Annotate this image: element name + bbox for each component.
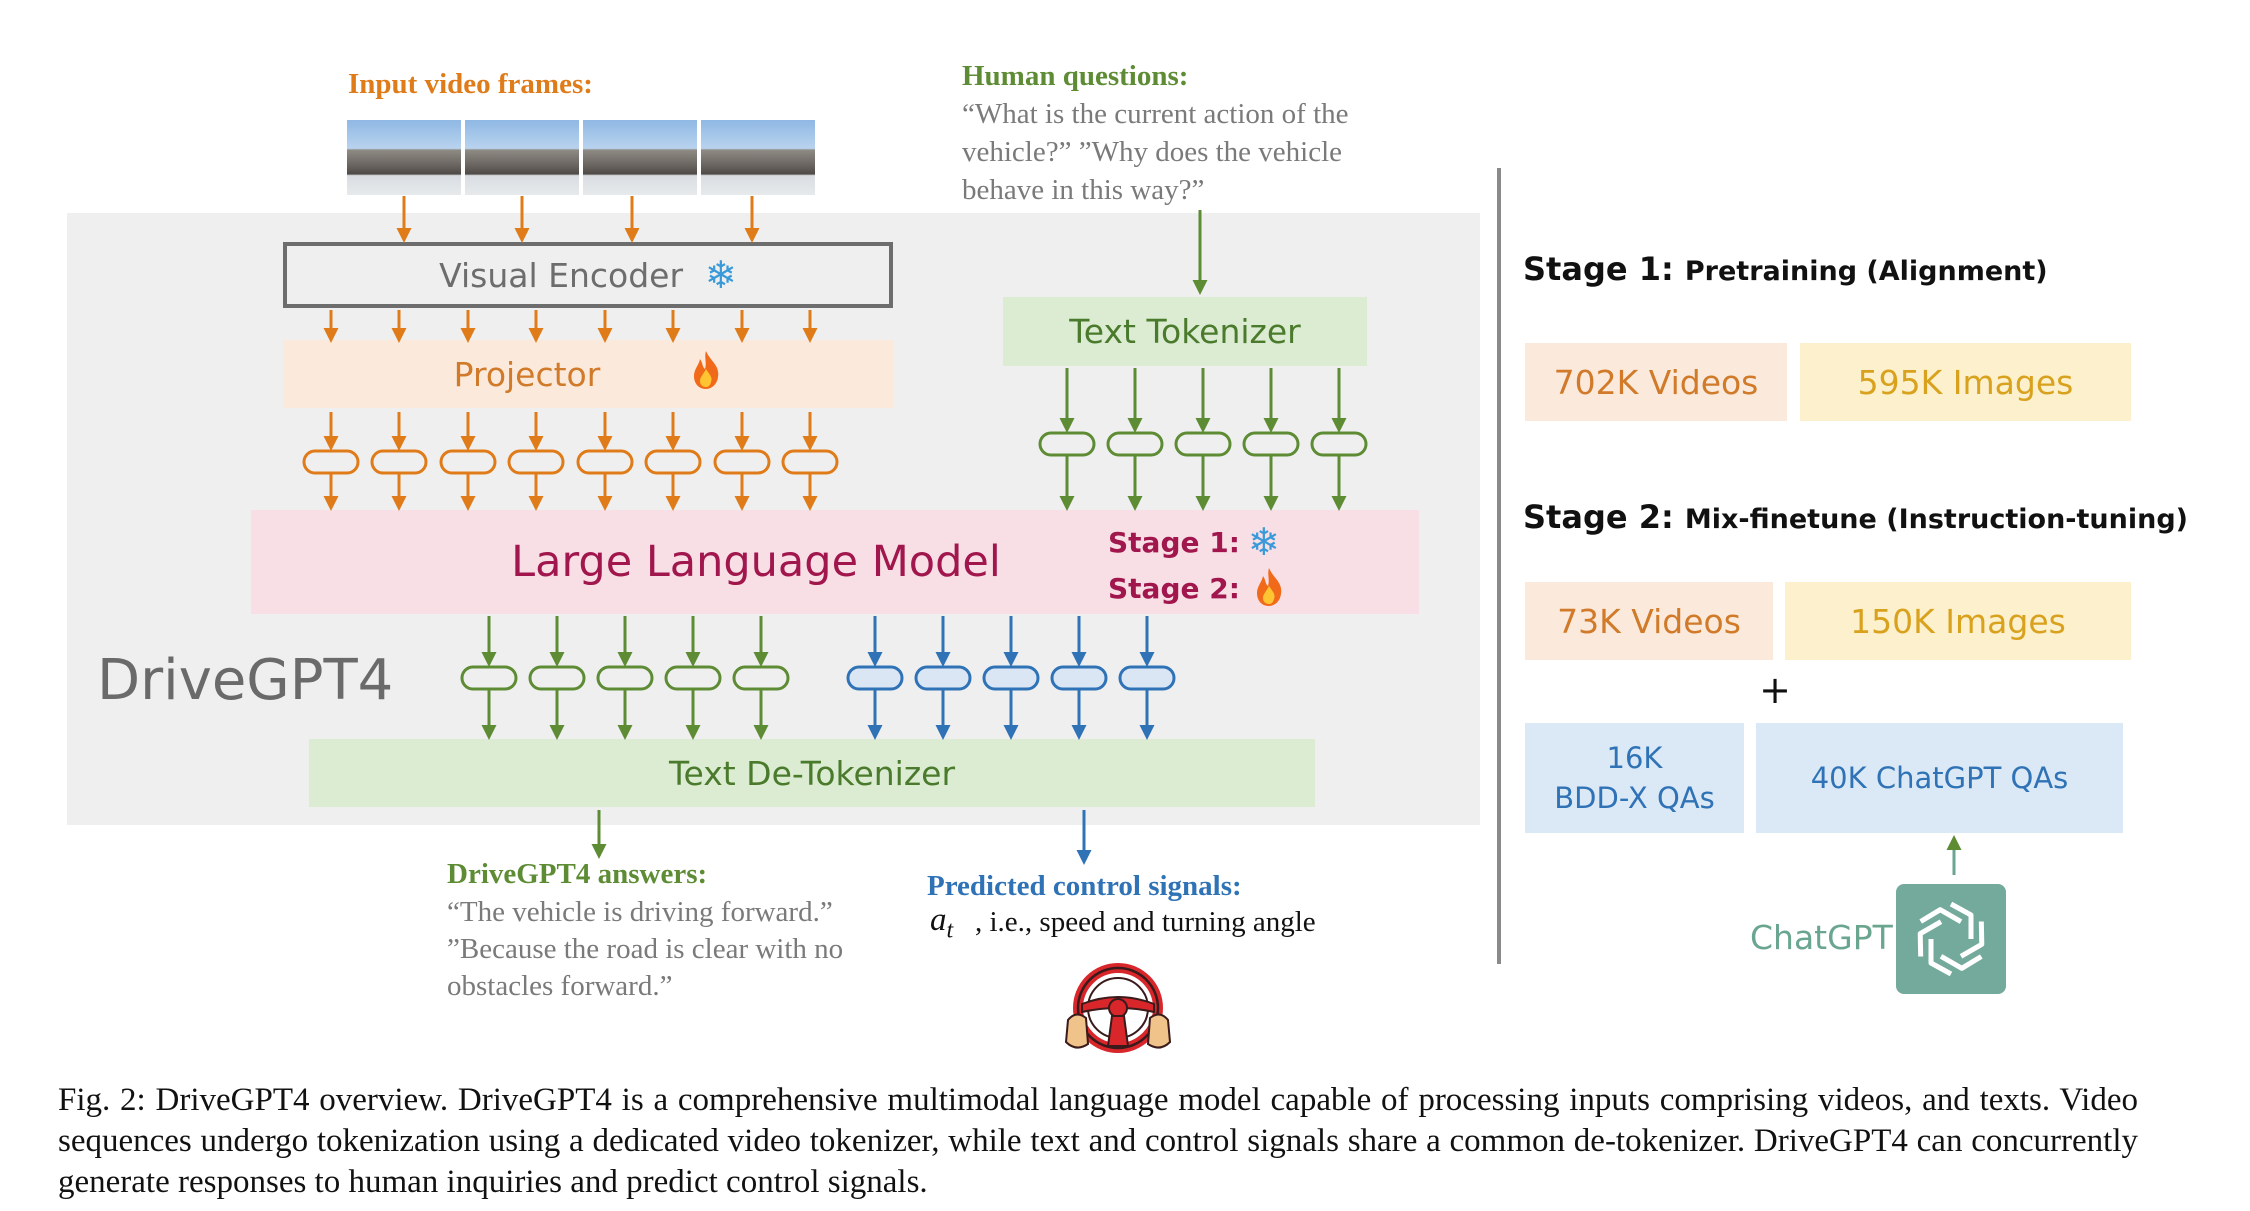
human-questions-text: “What is the current action of the vehic… <box>962 98 1349 206</box>
llm-label: Large Language Model <box>511 537 1001 587</box>
model-name-label: DriveGPT4 <box>97 648 394 713</box>
visual-encoder-label: Visual Encoder <box>439 255 684 295</box>
stage2-videos-box: 73K Videos <box>1525 582 1773 660</box>
fire-icon <box>1253 566 1285 612</box>
control-signals-text: , i.e., speed and turning angle <box>975 906 1316 938</box>
stage2-title-label: Stage 2: <box>1523 498 1674 536</box>
stage2-subtitle: Mix-finetune (Instruction-tuning) <box>1684 504 2189 535</box>
plus-sign: + <box>1759 668 1791 712</box>
text-tokenizer-block: Text Tokenizer <box>1003 297 1367 366</box>
answers-text: “The vehicle is driving forward.” ”Becau… <box>447 896 844 1002</box>
stage2-images-box: 150K Images <box>1785 582 2131 660</box>
stage1-subtitle: Pretraining (Alignment) <box>1684 256 2048 287</box>
llm-block <box>251 510 1419 614</box>
text-detokenizer-block: Text De-Tokenizer <box>309 739 1315 807</box>
bddx-count: 16K <box>1606 741 1663 775</box>
stage1-title: Stage 1: Pretraining (Alignment) <box>1523 250 2048 288</box>
fire-icon <box>690 349 722 399</box>
stage1-title-label: Stage 1: <box>1523 250 1674 288</box>
frame-to-encoder-arrows <box>396 196 760 243</box>
answers-label: DriveGPT4 answers: <box>447 858 708 890</box>
control-symbol: at <box>930 902 954 944</box>
section-divider <box>1497 168 1501 964</box>
video-frame-4 <box>701 120 815 195</box>
control-signals-label: Predicted control signals: <box>927 870 1242 902</box>
stage1-videos-box: 702K Videos <box>1525 343 1787 421</box>
bddx-qas-box: 16K BDD-X QAs <box>1525 723 1744 833</box>
chatgpt-label: ChatGPT <box>1750 918 1893 957</box>
control-token-row <box>846 616 1176 740</box>
chatgpt-logo-icon <box>1896 884 2006 994</box>
visual-token-row <box>302 412 839 511</box>
visual-encoder-block: Visual Encoder ❄ <box>283 242 893 308</box>
snowflake-icon: ❄ <box>1248 520 1280 564</box>
encoder-to-projector-arrows <box>323 310 818 343</box>
video-frame-2 <box>465 120 579 195</box>
output-text-token-row <box>460 616 790 740</box>
steering-wheel-icon <box>1058 960 1178 1064</box>
video-frame-3 <box>583 120 697 195</box>
snowflake-icon: ❄ <box>705 253 737 297</box>
stage1-images-box: 595K Images <box>1800 343 2131 421</box>
stage2-title: Stage 2: Mix-finetune (Instruction-tunin… <box>1523 498 2188 536</box>
projector-label: Projector <box>453 354 601 394</box>
video-frame-1 <box>347 120 461 195</box>
bddx-label: BDD-X QAs <box>1554 781 1715 815</box>
chatgpt-qas-box: 40K ChatGPT QAs <box>1756 723 2123 833</box>
human-questions-label: Human questions: <box>962 60 1189 92</box>
llm-stage1-label: Stage 1: <box>1108 526 1240 559</box>
figure-caption: Fig. 2: DriveGPT4 overview. DriveGPT4 is… <box>58 1082 2138 1200</box>
llm-stage2-label: Stage 2: <box>1108 572 1240 605</box>
projector-block: Projector <box>283 340 893 408</box>
input-frames-label: Input video frames: <box>348 68 593 100</box>
text-token-row <box>1038 368 1368 511</box>
